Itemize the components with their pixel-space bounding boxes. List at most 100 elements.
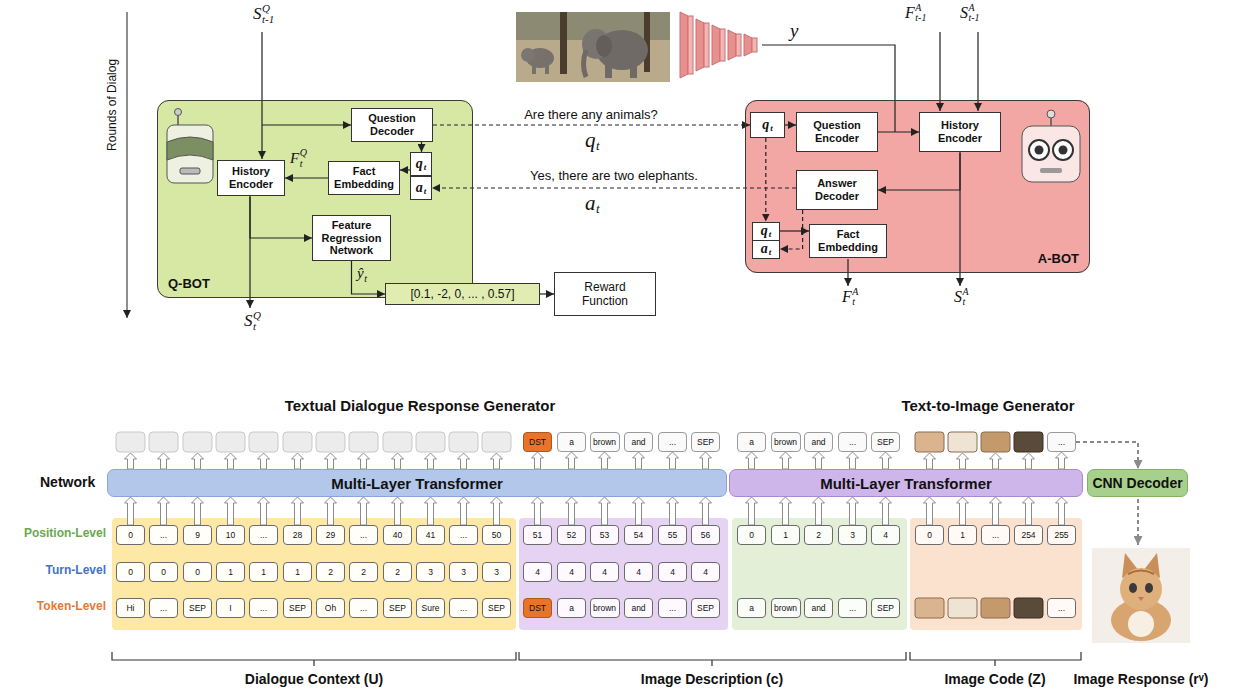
block-arrow [292,497,304,525]
box-label: Oh [325,604,336,613]
box-label: ... [160,604,167,613]
bracket [112,652,516,666]
math-symbol: F [842,288,852,306]
token-box: ... [838,432,867,452]
token-box: ... [838,598,867,618]
box-label: 0 [195,568,200,577]
math-symbol: y [790,20,798,42]
robot-grille [180,168,200,174]
box-label: SEP [697,438,714,447]
token-box: 255 [1047,525,1076,545]
token-box: a [557,598,586,618]
token-box: 29 [316,525,345,545]
box-label: 4 [636,568,641,577]
token-box: ... [249,598,278,618]
block-arrow [566,497,578,525]
arrow [285,177,328,178]
caption-label: Token-Level [37,600,106,614]
empty-output [249,432,278,452]
up-arrow [358,453,370,469]
box-label: ... [260,531,267,540]
block-arrow [880,497,892,525]
image-patch [1014,432,1043,452]
token-box: Hi [116,598,145,618]
dashed-arrow [433,124,750,125]
arrow [540,293,554,294]
token-box: 2 [804,525,833,545]
box-label: Reward Function [567,280,643,309]
kitten-chest [1128,611,1154,637]
box-label: ... [260,604,267,613]
up-arrow [192,453,204,469]
box-label: 4 [703,568,708,577]
edge-label: Yes, there are two elephants. [528,169,700,184]
up-arrow [957,453,969,469]
box-label: a [569,438,574,447]
token-box: a [737,598,766,618]
box-label: SEP [877,604,894,613]
robot-eye [1029,140,1049,160]
big-elephant [596,30,648,70]
token-box: 4 [691,562,720,582]
box-label: q [416,157,423,171]
token-box: and [624,598,653,618]
box-label: 254 [1021,531,1035,540]
block-arrow [847,497,859,525]
state-line [261,32,262,159]
box-label: ... [160,531,167,540]
box-label: ... [360,604,367,613]
math-symbol: t [963,296,966,308]
bot-panel: Q-BOTQuestion DecoderHistory EncoderFact… [157,100,473,298]
box-label: a [416,181,423,195]
robot-mouth [1040,168,1062,173]
time-arrow [126,12,127,318]
box-label: SEP [189,604,206,613]
up-arrow [392,453,404,469]
box-label: 2 [361,568,366,577]
token-box: 41 [416,525,445,545]
box-label: ... [1058,604,1065,613]
image-patch [915,598,944,618]
up-arrow [1023,453,1035,469]
block-arrow [532,497,544,525]
token-box: 1 [249,562,278,582]
state-line [262,124,351,125]
box-label: 1 [261,568,266,577]
box-label: History Encoder [924,119,996,144]
box-label: 4 [602,568,607,577]
token-box: 50 [482,525,511,545]
token-box: 254 [1014,525,1043,545]
bot-panel: A-BOTqtQuestion EncoderHistory EncoderAn… [745,100,1090,273]
empty-output [283,432,312,452]
box-label: 0 [749,531,754,540]
box-label: a [761,242,768,256]
dashed-arrow [780,210,803,249]
robot-pupil [1059,146,1068,155]
token-box: DST [523,432,552,452]
token-box: 0 [915,525,944,545]
token-box: 53 [590,525,619,545]
math-symbol: t [253,320,256,333]
token-box: 3 [838,525,867,545]
math-symbol: a [585,191,596,215]
box-label: Question Decoder [356,112,428,137]
up-arrow [325,453,337,469]
robot-antenna [1047,110,1055,118]
token-box: 1 [948,525,977,545]
box-label: SEP [389,604,406,613]
qbot-panel-fill [157,100,473,298]
cnn-layer [720,29,725,61]
math-symbol: F [290,150,299,167]
image-patch [1014,598,1043,618]
token-box: at [410,176,432,200]
big-elephant [596,35,612,57]
box-label: 9 [195,531,200,540]
token-box: 1 [771,525,800,545]
box-label: q [761,224,768,238]
box-label: 2 [395,568,400,577]
transformer-bar: Multi-Layer Transformer [729,469,1083,497]
math-symbol: t [300,158,303,170]
block-arrow [599,452,611,469]
